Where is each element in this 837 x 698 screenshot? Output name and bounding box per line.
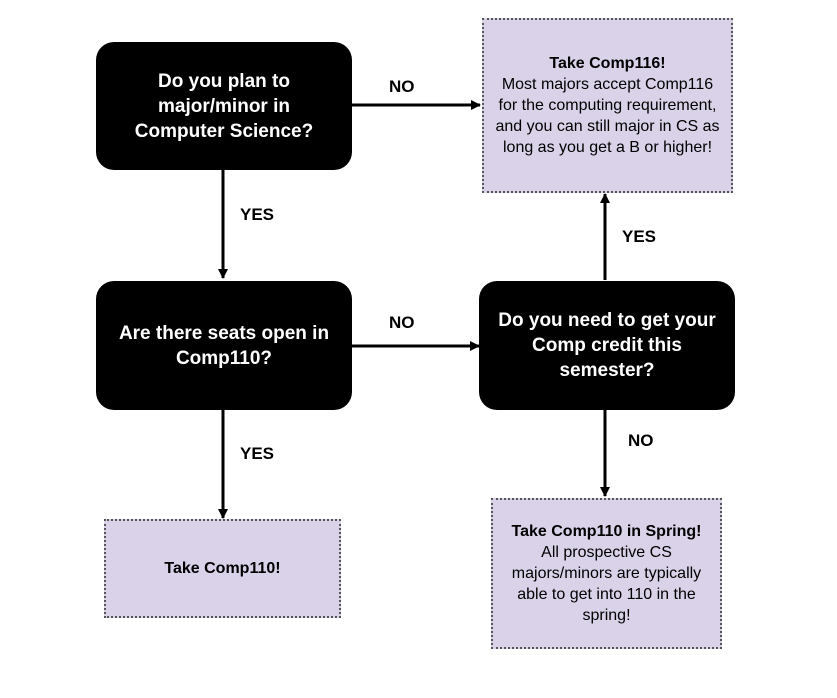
outcome-take-comp110-title: Take Comp110! xyxy=(164,560,281,577)
outcome-take-comp110-spring-body: All prospective CS majors/minors are typ… xyxy=(511,544,702,624)
edge-label-major-yes: YES xyxy=(240,205,275,224)
edge-label-credit-yes: YES xyxy=(622,227,657,246)
decision-need-credit-text: Do you need to get your Comp credit this… xyxy=(498,310,716,381)
decision-plan-to-major-text: Do you plan to major/minor in Computer S… xyxy=(134,70,314,142)
decision-seats-open: Are there seats open in Comp110? xyxy=(96,281,352,410)
outcome-take-comp116-title: Take Comp116! xyxy=(549,55,666,72)
edge-label-seats-yes: YES xyxy=(240,444,275,463)
outcome-take-comp116-body: Most majors accept Comp116 for the compu… xyxy=(495,76,720,156)
edge-label-credit-no: NO xyxy=(628,431,654,450)
outcome-take-comp110-spring: Take Comp110 in Spring! All prospective … xyxy=(491,498,722,649)
outcome-take-comp110: Take Comp110! xyxy=(104,519,341,618)
decision-seats-open-text: Are there seats open in Comp110? xyxy=(118,322,330,369)
edge-label-major-no: NO xyxy=(389,77,415,96)
outcome-take-comp110-spring-title: Take Comp110 in Spring! xyxy=(511,523,702,540)
edge-label-seats-no: NO xyxy=(389,313,415,332)
decision-plan-to-major: Do you plan to major/minor in Computer S… xyxy=(96,42,352,170)
outcome-take-comp116: Take Comp116! Most majors accept Comp116… xyxy=(482,18,733,193)
decision-need-credit: Do you need to get your Comp credit this… xyxy=(479,281,735,410)
